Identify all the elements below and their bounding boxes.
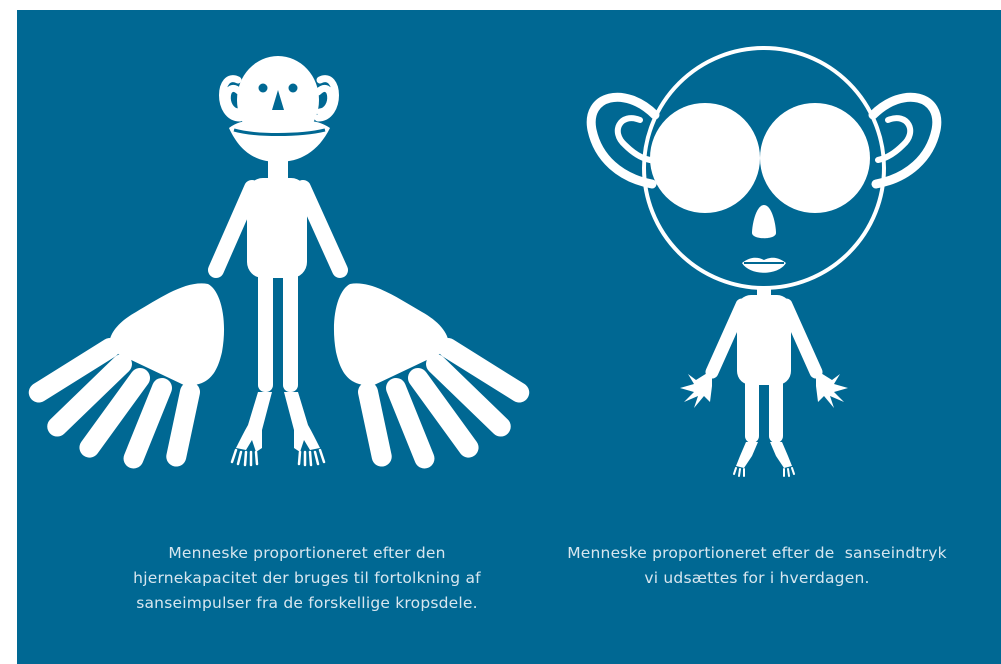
caption-line: Menneske proportioneret efter de sansein…: [537, 541, 977, 566]
caption-line: Menneske proportioneret efter den: [97, 541, 517, 566]
left-leg: [745, 375, 759, 443]
left-hand: [680, 370, 712, 408]
caption-right: Menneske proportioneret efter de sansein…: [537, 541, 977, 591]
right-foot: [770, 442, 792, 468]
right-leg: [769, 375, 783, 443]
caption-line: hjernekapacitet der bruges til fortolkni…: [97, 566, 517, 591]
homunculus-sensory-figure: [17, 10, 1001, 530]
right-toes: [784, 468, 794, 476]
caption-line: sanseimpulser fra de forskellige kropsde…: [97, 591, 517, 616]
right-hand: [816, 370, 848, 408]
left-toes: [734, 468, 744, 476]
right-eye: [760, 103, 870, 213]
caption-line: vi udsættes for i hverdagen.: [537, 566, 977, 591]
illustration-panel: Menneske proportioneret efter den hjerne…: [17, 10, 1001, 664]
left-eye: [650, 103, 760, 213]
caption-left: Menneske proportioneret efter den hjerne…: [97, 541, 517, 616]
left-foot: [736, 442, 758, 468]
nose: [752, 205, 776, 238]
lips: [742, 258, 786, 273]
